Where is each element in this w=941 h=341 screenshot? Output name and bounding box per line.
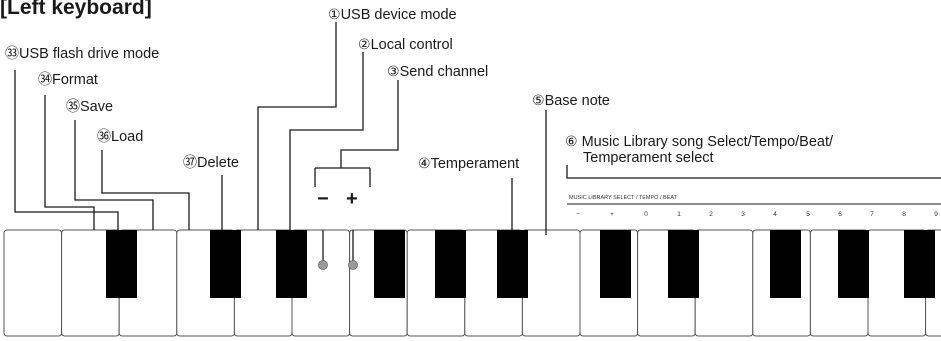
channel-dots	[318, 260, 358, 270]
strip-key-label: +	[610, 211, 614, 218]
leader-usb-flash-drive-mode	[14, 70, 119, 230]
white-key	[3, 229, 63, 337]
strip-key-label: 0	[644, 211, 648, 218]
strip-key-label: 5	[806, 211, 810, 218]
label-save: ㉟Save	[66, 98, 114, 115]
strip-key-label: 1	[677, 211, 681, 218]
strip-key-label: 7	[870, 211, 874, 218]
white-key	[694, 229, 754, 337]
label-music-library-line2: Temperament select	[583, 150, 714, 166]
leader-local-control	[289, 52, 364, 230]
leader-lines	[14, 22, 941, 265]
black-keys	[106, 230, 935, 298]
label-send-channel: ③Send channel	[387, 63, 489, 80]
black-key	[276, 230, 307, 298]
channel-plus-sign: +	[346, 188, 358, 210]
music-library-strip-caption: MUSIC LIBRARY SELECT / TEMPO / BEAT	[569, 195, 677, 201]
minus-dot	[318, 260, 328, 270]
label-temperament: ④Temperament	[418, 155, 520, 172]
leader-send-channel	[340, 80, 399, 168]
label-music-library: ⑥ Music Library song Select/Tempo/Beat/	[565, 133, 834, 150]
channel-minus-sign: −	[317, 188, 329, 210]
strip-key-label: 6	[838, 211, 842, 218]
black-key	[904, 230, 935, 298]
label-base-note: ⑤Base note	[532, 92, 610, 109]
black-key	[106, 230, 137, 298]
strip-key-label: 4	[773, 211, 777, 218]
plus-dot	[348, 260, 358, 270]
leader-usb-device-mode	[257, 22, 337, 230]
music-library-strip-labels: − +0 1 2 3 4 5 6 7 8 9	[576, 211, 938, 218]
label-format: ㉞Format	[38, 71, 98, 88]
label-load: ㊱Load	[97, 128, 144, 145]
strip-key-label: 9	[934, 211, 938, 218]
black-key	[435, 230, 466, 298]
leader-load	[101, 150, 190, 230]
black-key	[770, 230, 801, 298]
black-key	[374, 230, 405, 298]
black-key	[600, 230, 631, 298]
label-usb-flash-drive-mode: ㉝USB flash drive mode	[5, 45, 160, 62]
black-key	[668, 230, 699, 298]
strip-key-label: 3	[741, 211, 745, 218]
strip-key-label: 8	[902, 211, 906, 218]
leader-format	[44, 95, 95, 230]
label-usb-device-mode: ①USB device mode	[328, 6, 457, 23]
page-title: [Left keyboard]	[0, 0, 152, 19]
strip-key-label: 2	[709, 211, 713, 218]
leader-save	[74, 120, 154, 230]
black-key	[497, 230, 528, 298]
black-key	[838, 230, 869, 298]
label-local-control: ②Local control	[358, 36, 453, 53]
white-key	[521, 229, 581, 337]
leader-music-library	[566, 165, 941, 179]
label-delete: ㊲Delete	[183, 154, 239, 171]
strip-key-label: −	[576, 211, 580, 218]
black-key	[210, 230, 241, 298]
